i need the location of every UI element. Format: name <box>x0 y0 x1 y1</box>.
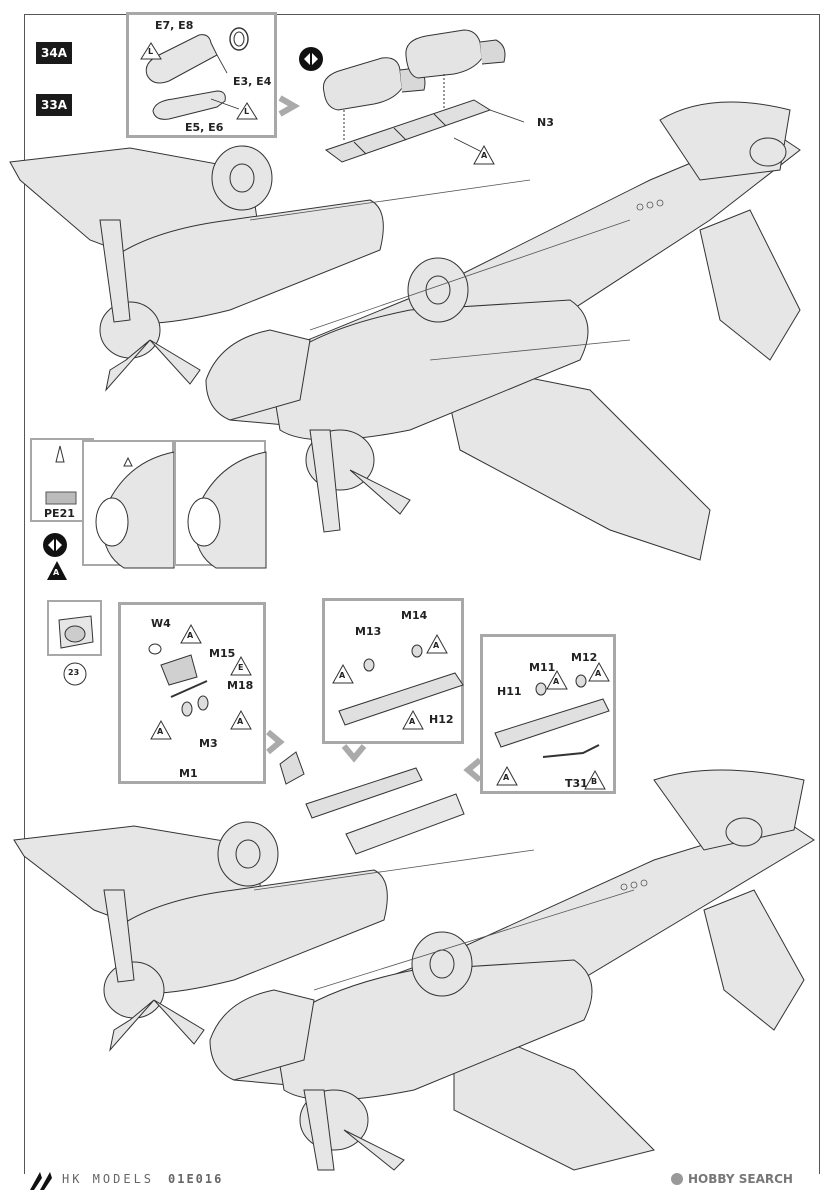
part-label-h11: H11 <box>497 685 522 698</box>
tri-label-l-2: L <box>244 107 250 116</box>
page-footer: HK MODELS 01E016 HOBBY SEARCH <box>0 1170 829 1200</box>
assembly-box-h11: M11 M12 H11 T31 A A A B <box>480 634 616 794</box>
rotate-view-icon-2 <box>43 533 67 557</box>
detail-23-drawing <box>58 615 94 649</box>
tri-label-b-b3: B <box>591 777 598 786</box>
detail-23-inset <box>47 600 102 656</box>
part-label-e3-e4: E3, E4 <box>233 75 272 88</box>
part-label-m1: M1 <box>179 767 198 780</box>
aircraft-bottom-drawing <box>13 769 815 1171</box>
arrow-right-icon-3 <box>266 729 285 755</box>
part-label-m11: M11 <box>529 661 556 674</box>
part-label-m12: M12 <box>571 651 598 664</box>
tri-label-a-b2-3: A <box>409 717 416 726</box>
tri-label-l-1: L <box>148 47 154 56</box>
nose-detail-2 <box>174 440 267 569</box>
tri-label-a-b3-2: A <box>595 669 602 678</box>
arrow-down-icon <box>341 744 367 763</box>
part-label-e7-e8: E7, E8 <box>155 19 194 32</box>
tri-label-a-b3-3: A <box>503 773 510 782</box>
tri-label-a-b2-1: A <box>433 641 440 650</box>
part-label-n3: N3 <box>537 116 554 129</box>
tank-rack-drawing <box>322 29 525 165</box>
aircraft-top-drawing <box>9 101 801 561</box>
tri-label-a-b1-3: A <box>237 717 244 726</box>
assembly-box-h12: M14 M13 H12 A A A <box>322 598 464 744</box>
drop-tank-inset: E7, E8 E3, E4 E5, E6 L L <box>126 12 277 138</box>
part-label-w4: W4 <box>151 617 171 630</box>
part-label-pe21: PE21 <box>44 507 75 520</box>
arrow-left-icon <box>463 757 482 783</box>
circle-23-icon <box>63 662 87 686</box>
pe21-drawing <box>45 445 77 505</box>
assembly-box-m1: W4 M15 M18 M3 M1 A E A A <box>118 602 266 784</box>
step-badge-34a: 34A <box>36 42 72 64</box>
callout-23: 23 <box>68 668 80 677</box>
nose-detail-1-drawing <box>95 451 175 569</box>
part-label-m15: M15 <box>209 647 236 660</box>
tri-label-a-b3-1: A <box>553 677 560 686</box>
tri-label-a-left: A <box>53 568 60 577</box>
warning-triangle-icon <box>47 561 67 580</box>
box-h11-drawing <box>494 661 610 790</box>
rotate-view-icon <box>299 47 323 71</box>
part-label-m13: M13 <box>355 625 382 638</box>
part-label-t31: T31 <box>565 777 588 790</box>
page-frame <box>24 14 820 1174</box>
tri-label-a-b1-1: A <box>187 631 194 640</box>
hk-models-logo-icon <box>30 1172 52 1190</box>
nose-detail-2-drawing <box>187 451 267 569</box>
drop-tank-drawing <box>140 27 258 120</box>
part-label-e5-e6: E5, E6 <box>185 121 224 134</box>
footer-watermark: HOBBY SEARCH <box>688 1172 793 1186</box>
part-label-m3: M3 <box>199 737 218 750</box>
box-m1-drawing <box>148 623 252 740</box>
tri-label-e-b1: E <box>238 663 244 672</box>
part-label-m18: M18 <box>227 679 254 692</box>
part-label-m14: M14 <box>401 609 428 622</box>
footer-code: 01E016 <box>168 1172 224 1186</box>
box-h12-drawing <box>332 633 464 730</box>
tri-label-a-b1-2: A <box>157 727 164 736</box>
tri-label-a-top: A <box>481 151 488 160</box>
nose-detail-1 <box>82 440 175 569</box>
arrow-right-icon <box>278 95 301 117</box>
part-label-h12: H12 <box>429 713 454 726</box>
step-badge-33a: 33A <box>36 94 72 116</box>
bay-door-parts-drawing <box>279 751 465 855</box>
tri-label-a-b2-2: A <box>339 671 346 680</box>
hobby-search-logo-icon <box>671 1173 683 1185</box>
footer-brand: HK MODELS <box>62 1172 155 1186</box>
